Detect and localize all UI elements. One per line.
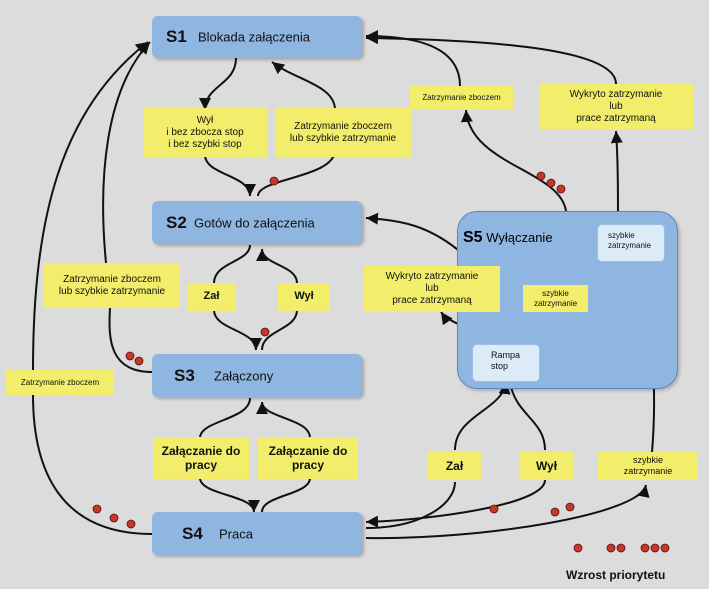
legend-dot-priority-3 [640,543,650,553]
note-s4-szybkie: szybkie zatrzymanie [598,452,698,480]
note-s3-left: Zatrzymanie zboczem lub szybkie zatrzyma… [44,263,180,308]
state-s5-title: S5 Wyłączanie [463,229,553,247]
arrow-zbocze-to-s1 [365,30,461,87]
arrow-s4-to-szybkie-right [365,484,650,540]
state-s1: S1 Blokada załączenia [152,16,362,58]
priority-dot [125,351,135,361]
arrow-s4-to-zal-right [365,481,456,529]
arrow-s1-note-to-s2 [204,154,256,197]
note-s4-wyl: Wył [520,452,573,480]
arrow-note-to-s1 [271,61,336,111]
priority-dot [536,171,546,181]
priority-dot [134,356,144,366]
note-s4-zal: Zał [428,452,481,480]
priority-dot [126,519,136,529]
priority-dot [92,504,102,514]
state-s3-id: S3 [174,365,195,385]
state-s2-id: S2 [166,212,187,232]
arrow-rampa-to-wyl [509,381,546,451]
arrow-s3-to-zal1 [199,397,251,439]
arrow-s3-to-wyl [261,309,298,351]
arrow-s3-to-note-left [108,307,153,373]
arrow-zal1-to-s4 [199,477,260,513]
arrow-zal-right-to-rampa [454,381,511,451]
note-zal-praca-1: Załączanie do pracy [153,437,249,479]
state-s5-name: Wyłączanie [486,230,553,245]
substate-szybkie: szybkie zatrzymanie [597,224,665,262]
arrow-s5-to-s2 [365,212,465,256]
legend-dot-priority-2 [606,543,616,553]
note-s5-wykryto-mid: Wykryto zatrzymanie lub prace zatrzymaną [364,266,500,312]
state-s5-id: S5 [463,229,483,246]
arrow-note-left-to-s1 [102,41,151,264]
arrow-far-left-to-s1 [32,41,149,371]
note-s2-up: Zatrzymanie zboczem lub szybkie zatrzyma… [275,108,411,157]
arrow-s1-to-s2 [199,57,237,111]
arrow-s2-to-s3-left [213,244,251,284]
legend-dot-priority-3 [650,543,660,553]
state-s4: S4 Praca [152,512,362,555]
legend-dot-priority-1 [573,543,583,553]
state-s2-name: Gotów do załączenia [194,215,315,230]
arrow-wykryto-top-to-s1 [365,32,617,85]
note-s5-szybkie-mid: szybkie zatrzymanie [523,285,588,312]
note-zal-praca-2: Załączanie do pracy [258,437,358,479]
arrow-zal-to-s3 [213,309,262,351]
priority-dot [489,504,499,514]
arrow-wyl-to-s2 [256,248,298,284]
state-s1-id: S1 [166,27,187,46]
state-s1-name: Blokada załączenia [198,29,311,45]
state-s4-id: S4 [182,523,203,543]
note-s5-wykryto-top: Wykryto zatrzymanie lub prace zatrzymaną [539,84,693,129]
state-s3-name: Załączony [214,368,274,383]
arrow-s4-to-zal2 [261,477,311,513]
priority-dot [260,327,270,337]
note-s4-far-left: Zatrzymanie zboczem [6,370,114,395]
arrow-s4-to-far-left [32,394,153,535]
note-s3-wyl: Wył [278,283,330,311]
substate-rampa: Rampa stop [472,344,540,382]
legend-dot-priority-2 [616,543,626,553]
arrow-wyl-to-s4 [365,479,546,528]
arrow-s5-to-zbocze [460,109,567,212]
priority-dot [269,176,279,186]
legend-dot-priority-3 [660,543,670,553]
state-s3: S3 Załączony [152,354,362,397]
priority-dot [556,184,566,194]
arrow-zal2-to-s3 [256,401,311,439]
state-s2: S2 Gotów do załączenia [152,201,362,244]
priority-dot [546,178,556,188]
state-s4-name: Praca [219,526,253,541]
note-s1-down: Wył i bez zbocza stop i bez szybki stop [143,108,267,157]
note-s2-zal: Zał [187,283,236,311]
priority-dot [109,513,119,523]
legend-label: Wzrost priorytetu [566,568,666,582]
priority-dot [565,502,575,512]
priority-dot [550,507,560,517]
arrow-s2-to-note [257,149,336,197]
note-s5-zbocze: Zatrzymanie zboczem [410,86,513,110]
